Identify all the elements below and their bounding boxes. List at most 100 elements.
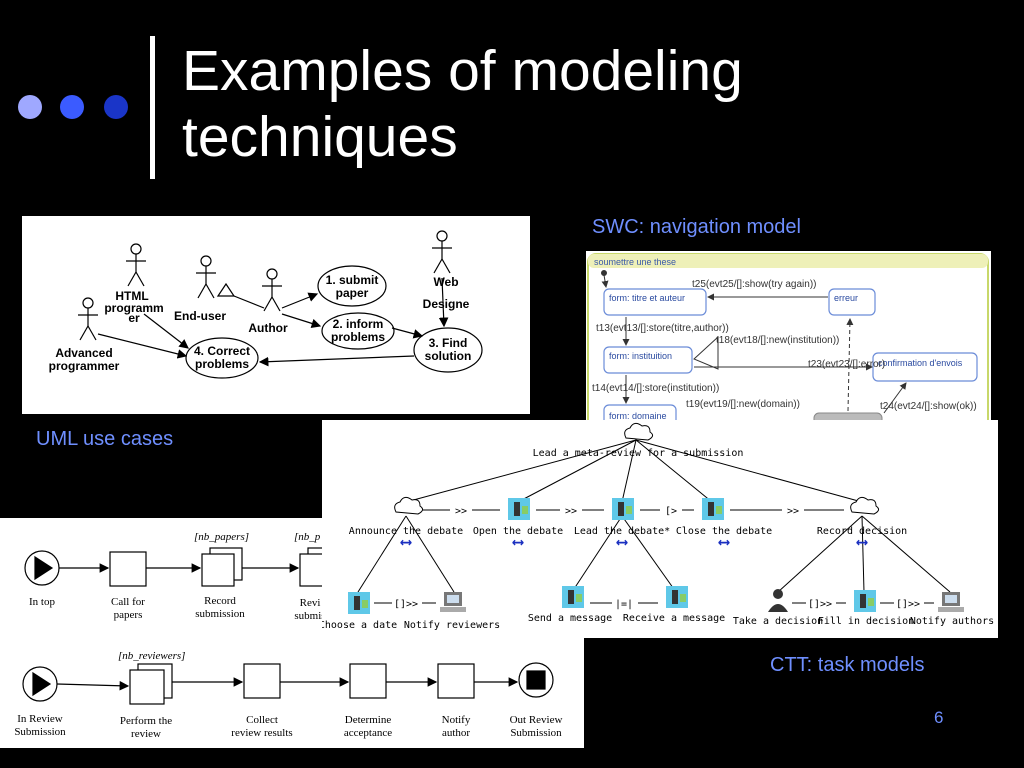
ctt-operator-concurrent: |=| <box>615 599 633 610</box>
actor-label-html-2: programm <box>104 301 163 315</box>
slide-title: Examples of modeling techniques <box>182 38 942 170</box>
swc-diagram: soumettre une these ...... form: titre e… <box>587 253 989 426</box>
ctt-task-record: Record decision <box>817 526 907 537</box>
expand-arrows-icon[interactable]: ⟷ <box>718 532 730 551</box>
ctt-operator-info-3: []>> <box>896 599 920 610</box>
swc-header-label: soumettre une these <box>594 257 676 267</box>
expand-arrows-icon[interactable]: ⟷ <box>616 532 628 551</box>
generalization-triangle <box>216 282 236 297</box>
interaction-task-icon <box>666 586 688 608</box>
swc-transition-t14: t14(evt14/[]:store(institution)) <box>592 383 719 394</box>
activity-label-record-2: submission <box>195 608 245 620</box>
usecase-correct-label-1: 4. Correct <box>194 344 250 358</box>
interaction-task-icon <box>702 498 724 520</box>
swc-transition-t13: t13(evt13/[]:store(titre,author)) <box>596 323 729 334</box>
usecase-inform <box>321 312 395 350</box>
title-line-1: Examples of modeling <box>182 39 743 103</box>
actor-label-html-1: HTML <box>115 289 148 303</box>
swc-state-institution-label: form: instituition <box>609 351 672 361</box>
actor-label-html-3: er <box>128 311 140 325</box>
activity-perform-review <box>129 669 165 705</box>
ctt-task-receive: Receive a message <box>623 613 725 624</box>
swc-transition-t18: t18(evt18/[]:new(institution)) <box>716 335 839 346</box>
actor-end-user-icon <box>196 255 216 299</box>
title-divider <box>150 36 155 179</box>
activity-label-in-review-1: In Review <box>17 713 63 725</box>
usecase-find-label-2: solution <box>425 349 472 363</box>
ctt-operator-info-2: []>> <box>808 599 832 610</box>
activity-call-for-papers <box>109 551 147 587</box>
caption-swc: SWC: navigation model <box>592 216 801 238</box>
ctt-operator-enable-2: >> <box>565 506 577 517</box>
usecase-submit <box>317 265 387 307</box>
swc-state-confirmation <box>872 352 978 382</box>
activity-label-determine-2: acceptance <box>344 727 392 739</box>
cloud-icon <box>850 496 880 515</box>
user-task-icon <box>768 589 788 612</box>
activity-label-collect-2: review results <box>231 727 292 739</box>
activity-label-out-1: Out Review <box>510 714 563 726</box>
activity-label-determine-1: Determine <box>345 714 392 726</box>
swc-state-institution <box>603 346 693 374</box>
swc-transition-t24: t24(evt24/[]:show(ok)) <box>880 401 977 412</box>
ctt-operator-enable-3: >> <box>787 506 799 517</box>
swc-panel: soumettre une these ...... form: titre e… <box>586 251 991 426</box>
play-icon <box>32 671 52 697</box>
interaction-task-icon <box>348 592 370 614</box>
swc-state-titre <box>603 288 707 316</box>
ctt-task-send: Send a message <box>528 613 612 624</box>
swc-transition-t25: t25(evt25/[]:show(try again)) <box>692 279 817 290</box>
activity-label-collect-1: Collect <box>246 714 278 726</box>
activity-label-notify-1: Notify <box>442 714 471 726</box>
activity-collect-results <box>243 663 281 699</box>
actor-label-author: Author <box>248 321 288 335</box>
activity-label-in-top: In top <box>29 596 55 608</box>
ctt-task-choose: Choose a date <box>322 620 397 631</box>
ctt-task-fill: Fill in decision <box>818 616 914 627</box>
activity-label-notify-2: author <box>442 727 470 739</box>
actor-label-advanced-1: Advanced <box>55 346 112 360</box>
uml-panel: HTML programm er End-user Author Web Des… <box>22 216 530 414</box>
ctt-diagram: >> >> [> >> []>> |=| []>> []>> <box>322 422 994 631</box>
uml-diagram: HTML programm er End-user Author Web Des… <box>49 230 483 379</box>
interaction-task-icon <box>854 590 876 612</box>
expand-arrows-icon[interactable]: ⟷ <box>400 532 412 551</box>
activity-label-record-1: Record <box>204 595 236 607</box>
swc-state-confirmation-label: confirmation d'envois <box>878 358 963 368</box>
computer-icon <box>938 592 964 612</box>
activity-multiplicity-papers: [nb_papers] <box>194 531 249 543</box>
ctt-task-take: Take a decision <box>733 616 823 627</box>
usecase-inform-label-1: 2. inform <box>333 317 384 331</box>
cloud-icon <box>624 422 654 441</box>
swc-state-domaine-label: form: domaine <box>609 411 667 421</box>
title-line-2: techniques <box>182 105 458 169</box>
ctt-task-lead: Lead the debate* <box>574 526 670 537</box>
activity-label-out-2: Submission <box>510 727 562 739</box>
bullet-dot-1 <box>18 95 42 119</box>
expand-arrows-icon[interactable]: ⟷ <box>512 532 524 551</box>
interaction-task-icon <box>508 498 530 520</box>
usecase-submit-label-2: paper <box>336 286 369 300</box>
usecase-find-label-1: 3. Find <box>429 336 468 350</box>
actor-html-programmer-icon <box>126 243 146 287</box>
swc-state-erreur-label: erreur <box>834 293 858 303</box>
ctt-task-announce: Announce the debate <box>349 526 463 537</box>
activity-multiplicity-p: [nb_p <box>294 531 321 543</box>
ctt-task-open: Open the debate <box>473 526 563 537</box>
activity-determine-acceptance <box>349 663 387 699</box>
activity-record-submission <box>201 553 235 587</box>
activity-multiplicity-reviewers: [nb_reviewers] <box>118 650 185 662</box>
bullet-dot-2 <box>60 95 84 119</box>
expand-arrows-icon[interactable]: ⟷ <box>856 532 868 551</box>
swc-transition-t23: t23(evt23/[]:error) <box>808 359 885 370</box>
ctt-task-notify-authors: Notify authors <box>910 616 994 627</box>
ctt-panel: >> >> [> >> []>> |=| []>> []>> <box>322 420 998 638</box>
activity-label-call-1: Call for <box>111 596 145 608</box>
usecase-inform-label-2: problems <box>331 330 385 344</box>
activity-label-revi-2: submis <box>294 610 325 622</box>
bullet-dot-3 <box>104 95 128 119</box>
ctt-root-label: Lead a meta-review for a submission <box>533 448 744 459</box>
usecase-submit-label-1: 1. submit <box>326 273 379 287</box>
cloud-icon <box>394 496 424 515</box>
actor-label-advanced-2: programmer <box>49 359 120 373</box>
